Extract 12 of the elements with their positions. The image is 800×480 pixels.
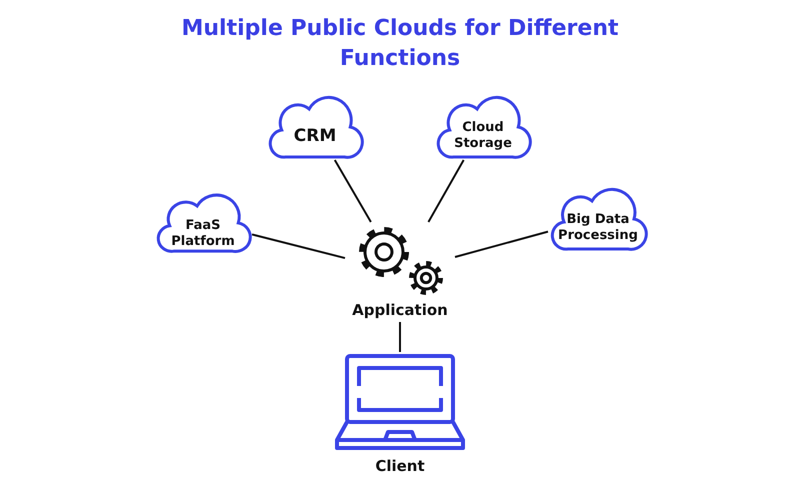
connector-line [334,160,372,222]
node-label: Big Data Processing [557,212,639,244]
connector-line [399,322,401,352]
node-label: Cloud Storage [453,120,513,152]
connector-line [428,160,465,222]
connector-line [454,230,548,258]
node-label: FaaS Platform [170,218,236,250]
node-label: CRM [292,126,338,146]
title: Multiple Public Clouds for Different Functions [180,15,620,73]
connector-line [252,233,346,259]
node-label: Client [374,458,426,474]
node-label: Application [351,302,449,318]
